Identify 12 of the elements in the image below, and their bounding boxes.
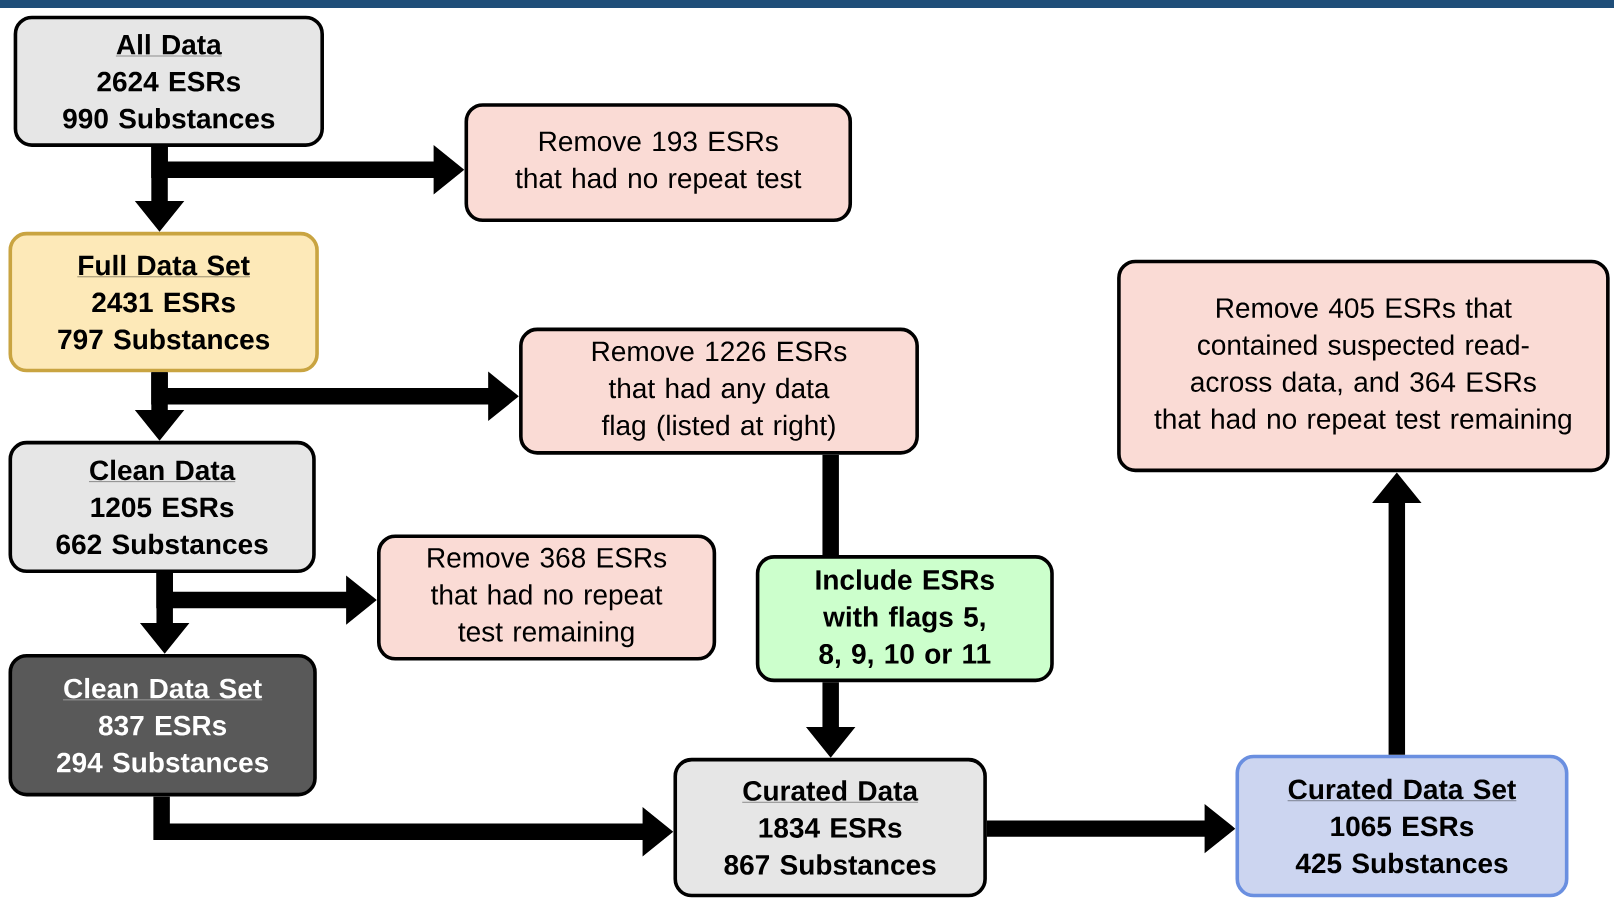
dataset-box: All Data 2624 ESRs 990 Substances bbox=[13, 15, 324, 147]
connector-line bbox=[822, 454, 839, 556]
dataset-box: Clean Data Set 837 ESRs 294 Substances bbox=[8, 653, 317, 797]
dataset-box: Full Data Set 2431 ESRs 797 Substances bbox=[8, 231, 319, 373]
inclusion-box: Include ESRs with flags 5, 8, 9, 10 or 11 bbox=[755, 555, 1054, 683]
removal-box: Remove 193 ESRs that had no repeat test bbox=[464, 103, 853, 223]
dataset-box: Curated Data Set 1065 ESRs 425 Substances bbox=[1235, 754, 1569, 898]
removal-box: Remove 1226 ESRs that had any data flag (listed at right) bbox=[519, 327, 919, 455]
removal-box: Remove 368 ESRs that had no repeat test remaining bbox=[377, 534, 717, 661]
removal-box: Remove 405 ESRs that contained suspected read-across data, and 364 ESRs that had no repeat test remaining bbox=[1117, 259, 1610, 473]
dataset-box: Curated Data 1834 ESRs 867 Substances bbox=[673, 757, 987, 898]
dataset-box: Clean Data 1205 ESRs 662 Substances bbox=[8, 440, 316, 574]
